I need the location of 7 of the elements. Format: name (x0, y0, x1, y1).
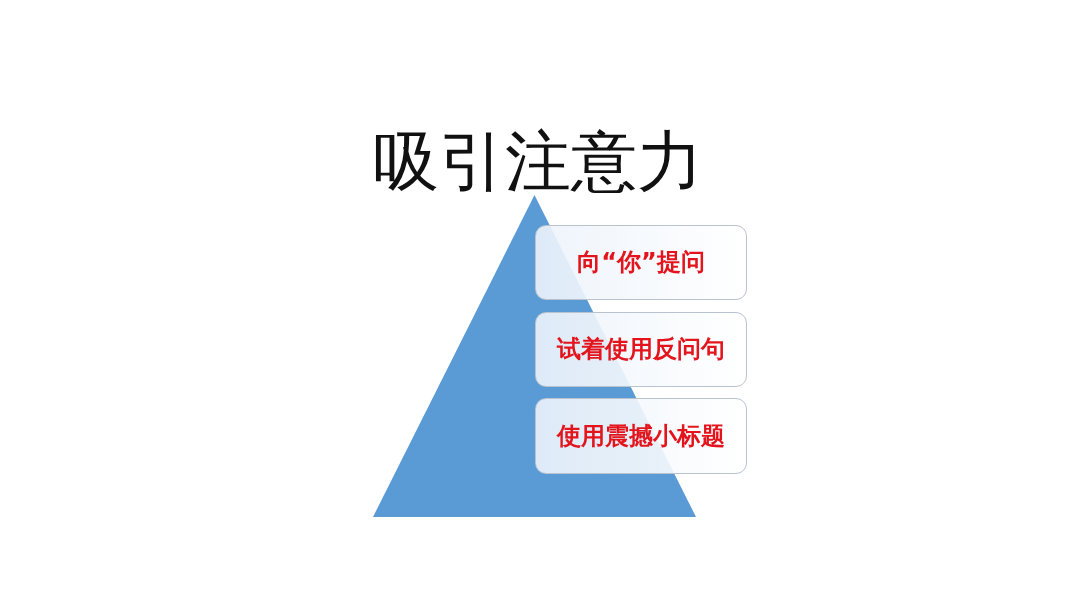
tip-text: 使用震撼小标题 (557, 421, 725, 451)
tip-card (535, 225, 747, 300)
slide-title: 吸引注意力 (373, 122, 703, 202)
tip-card (535, 398, 747, 474)
tip-text: 试着使用反问句 (557, 335, 725, 364)
tip-text: 向“你”提问 (577, 248, 705, 277)
tip-card (535, 312, 747, 387)
